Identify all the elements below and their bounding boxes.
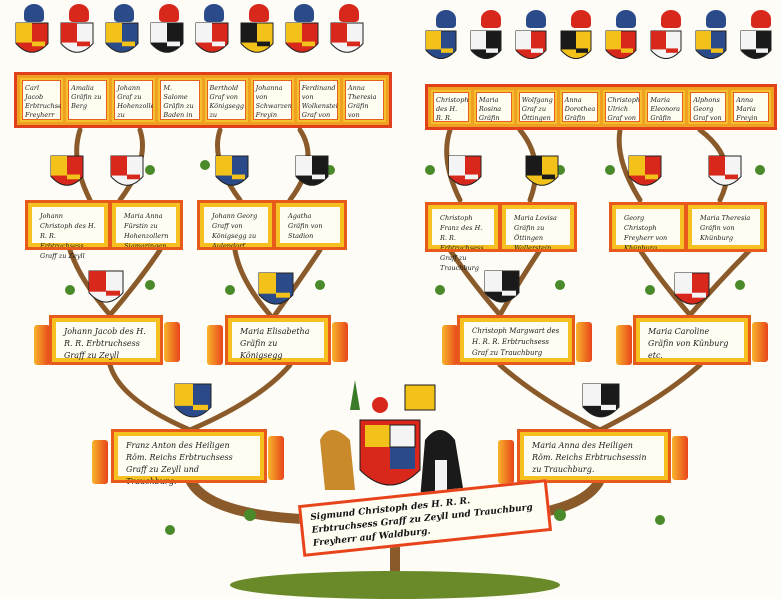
top-banner-right: Christoph des H. R. R. Erbtruchsess Frey… <box>425 84 777 130</box>
scroll-curl <box>268 436 284 480</box>
family-shield-icon <box>484 270 520 303</box>
family-shield-icon <box>628 155 662 186</box>
helmet-crest-icon <box>661 10 681 28</box>
ancestor-cell: Ferdinand von Wolkenstein Graf von Rosec… <box>296 78 340 122</box>
crest-shield-icon <box>195 22 229 53</box>
ancestor-cell: Amalia Gräfin zu Berg <box>66 78 110 122</box>
scroll-curl <box>616 325 632 365</box>
helmet-crest-icon <box>159 4 179 22</box>
scroll-row2: Agatha Gräfin von Stadion <box>273 200 347 250</box>
helmet-crest-icon <box>339 4 359 22</box>
crest-shield-icon <box>60 22 94 53</box>
crest-shield-icon <box>425 30 457 60</box>
scroll-row2: Maria Theresia Gräfin von Khünburg <box>685 202 767 252</box>
ancestor-cell: Maria Rosina Gräfin von Königsegg Aulend… <box>473 90 514 124</box>
scroll-curl <box>752 322 768 362</box>
scroll-row2: Maria Anna Fürstin zu Hohenzollern Sigma… <box>109 200 183 250</box>
crest-shield-icon <box>470 30 502 60</box>
family-shield-icon <box>448 155 482 186</box>
helmet-crest-icon <box>706 10 726 28</box>
central-coat-of-arms <box>320 380 465 500</box>
ancestor-cell: Christoph Ulrich Graf von Khünburg <box>602 90 643 124</box>
crest-shield-icon <box>605 30 637 60</box>
scroll-row4: Maria Anna des Heiligen Röm. Reichs Erbt… <box>517 429 671 483</box>
scroll-curl <box>442 325 458 365</box>
crest-shield-icon <box>560 30 592 60</box>
crest-shield-icon <box>240 22 274 53</box>
ancestor-cell: Wolfgang Graf zu Öttingen Wallerstein <box>516 90 557 124</box>
scroll-curl <box>164 322 180 362</box>
scroll-row4: Franz Anton des Heiligen Röm. Reichs Erb… <box>111 429 267 486</box>
ancestor-cell: Anna Theresia Gräfin von Sulzberg <box>342 78 386 122</box>
scroll-row2: Maria Lovisa Gräfin zu Öttingen Wallerst… <box>499 202 577 252</box>
scroll-row2: Johann Georg Graff von Königsegg zu Aule… <box>197 200 275 250</box>
family-shield-icon <box>258 272 294 305</box>
ancestor-cell: Alphons Georg Graf von Khünburg <box>688 90 729 124</box>
scroll-curl <box>672 436 688 480</box>
scroll-row2: Johann Christoph des H. R. R. Erbtruchse… <box>25 200 111 260</box>
family-shield-icon <box>525 155 559 186</box>
crest-shield-icon <box>515 30 547 60</box>
ground-mound <box>230 571 560 599</box>
family-shield-icon <box>110 155 144 186</box>
scroll-row3: Christoph Margwart des H. R. R. Erbtruch… <box>457 315 575 365</box>
family-shield-icon <box>215 155 249 186</box>
ancestor-cell: Carl Jacob Erbtruchsess Freyherr zu Zeyl… <box>20 78 64 122</box>
ancestor-cell: Maria Eleonora Gräfin von Khünburg <box>645 90 686 124</box>
ancestor-cell: Anna Dorothea Gräfin von Wolckenstein <box>559 90 600 124</box>
ancestor-cell: Anna Maria Freyin von Gerstorff <box>731 90 771 124</box>
ancestor-cell: Christoph des H. R. R. Erbtruchsess Frey… <box>431 90 471 124</box>
scroll-curl <box>332 322 348 362</box>
helmet-crest-icon <box>751 10 771 28</box>
helmet-crest-icon <box>571 10 591 28</box>
crest-shield-icon <box>650 30 682 60</box>
crest-shield-icon <box>150 22 184 53</box>
scroll-curl <box>576 322 592 362</box>
family-shield-icon <box>88 270 124 303</box>
helmet-crest-icon <box>526 10 546 28</box>
helmet-crest-icon <box>294 4 314 22</box>
helmet-crest-icon <box>249 4 269 22</box>
helmet-crest-icon <box>436 10 456 28</box>
crest-shield-icon <box>695 30 727 60</box>
crest-shield-icon <box>330 22 364 53</box>
helmet-crest-icon <box>114 4 134 22</box>
scroll-row2: Georg Christoph Freyherr von Khünburg <box>609 202 687 252</box>
crest-shield-icon <box>285 22 319 53</box>
scroll-row3: Johann Jacob des H. R. R. Erbtruchsess G… <box>49 315 163 365</box>
helmet-crest-icon <box>481 10 501 28</box>
ancestor-cell: M. Salome Gräfin zu Baden in Hachberg <box>158 78 202 122</box>
scroll-curl <box>498 440 514 484</box>
scroll-curl <box>92 440 108 484</box>
lion-supporter-icon <box>320 430 355 490</box>
scroll-curl <box>34 325 50 365</box>
family-shield-icon <box>708 155 742 186</box>
top-banner-left: Carl Jacob Erbtruchsess Freyherr zu Zeyl… <box>14 72 392 128</box>
scroll-row3: Maria Elisabetha Gräfin zu Königsegg <box>225 315 331 365</box>
crest-shield-icon <box>15 22 49 53</box>
family-shield-icon <box>582 383 620 418</box>
tree-crest-icon <box>350 380 360 410</box>
scroll-row2: Christoph Franz des H. R. R. Erbtruchses… <box>425 202 501 272</box>
family-shield-icon <box>295 155 329 186</box>
ancestor-cell: Johanna von Schwarzenberg Freyin <box>250 78 294 122</box>
helmet-crest-icon <box>24 4 44 22</box>
crest-shield-icon <box>740 30 772 60</box>
family-shield-icon <box>674 272 710 305</box>
scroll-row3: Maria Caroline Gräfin von Künburg etc. <box>633 315 751 365</box>
helmet-crest-icon <box>69 4 89 22</box>
crest-shield-icon <box>105 22 139 53</box>
ancestor-cell: Berthold Graf von Königsegg zu Aulendorf <box>204 78 248 122</box>
family-shield-icon <box>174 383 212 418</box>
family-shield-icon <box>50 155 84 186</box>
helmet-crest-icon <box>616 10 636 28</box>
ancestor-cell: Johann Graf zu Hohenzollern zu Sigmaring… <box>112 78 156 122</box>
helmet-crest-icon <box>204 4 224 22</box>
scroll-curl <box>207 325 223 365</box>
